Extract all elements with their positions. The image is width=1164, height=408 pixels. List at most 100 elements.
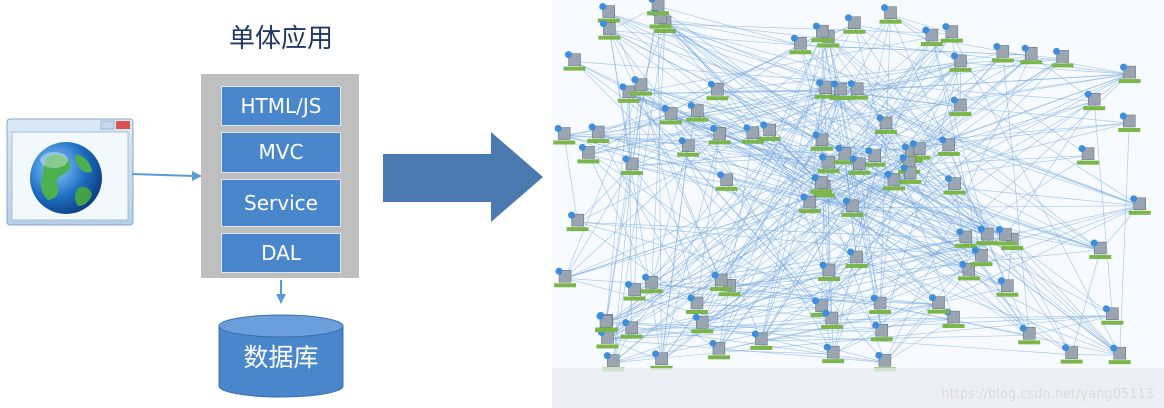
graph-edge: [821, 36, 933, 308]
graph-edge: [628, 93, 829, 165]
graph-edge: [670, 115, 1013, 242]
graph-edge: [608, 13, 722, 283]
graph-edge: [628, 36, 932, 95]
graph-edge: [890, 14, 1089, 156]
reflection-strip: [552, 368, 1164, 408]
graph-edge: [608, 13, 825, 189]
graph-node-icon: [869, 294, 892, 315]
graph-edge: [720, 90, 841, 283]
graph-edge: [661, 135, 721, 361]
graph-node-icon: [937, 136, 960, 156]
graph-node-icon: [810, 173, 833, 194]
graph-node-icon: [829, 80, 852, 100]
graph-edge: [893, 181, 1030, 336]
graph-node-icon: [750, 330, 773, 350]
graph-node-icon: [943, 175, 966, 195]
graph-node-icon: [620, 155, 643, 175]
graph-edge: [607, 181, 727, 340]
graph-edge: [574, 61, 689, 148]
graph-edge: [769, 131, 830, 273]
graph-node-icon: [587, 123, 610, 144]
graph-edge: [821, 14, 891, 142]
graph-edge: [828, 271, 883, 333]
diagram-title: 单体应用: [228, 24, 333, 54]
graph-node-icon: [1020, 44, 1043, 65]
graph-edge: [605, 93, 630, 324]
graph-edge: [661, 147, 689, 361]
graph-node-icon: [691, 313, 714, 334]
graph-edge: [761, 36, 933, 342]
graph-edge: [598, 24, 855, 135]
graph-node-icon: [630, 76, 653, 96]
graph-edge: [702, 307, 822, 325]
graph-edge: [1119, 122, 1130, 356]
graph-node-icon: [811, 22, 834, 43]
graph-node-icon: [1051, 47, 1074, 68]
graph-node-icon: [810, 131, 833, 151]
graph-node-icon: [623, 281, 646, 301]
graph-edge: [609, 30, 633, 166]
graph-edge: [665, 23, 952, 34]
layer-dal: DAL: [221, 233, 341, 273]
graph-node-icon: [758, 121, 781, 142]
graph-node-icon: [870, 321, 893, 342]
graph-edge: [660, 19, 801, 46]
graph-edge: [880, 304, 1120, 356]
graph-edge: [824, 187, 966, 240]
graph-node-icon: [976, 225, 999, 246]
graph-edge: [893, 181, 1101, 251]
graph-edge: [828, 38, 950, 148]
graph-edge: [909, 73, 1130, 176]
graph-edge: [1029, 315, 1113, 336]
graph-edge: [577, 221, 982, 258]
graph-edge: [717, 90, 949, 148]
graph-edge: [828, 62, 961, 273]
graph-edge: [919, 58, 1063, 151]
graph-edge: [1093, 101, 1113, 316]
graph-node-icon: [789, 34, 812, 55]
graph-edge: [631, 89, 826, 167]
graph-edge: [613, 315, 1113, 363]
graph-edge: [717, 90, 823, 143]
graph-node-icon: [563, 51, 586, 71]
graph-node-icon: [991, 42, 1014, 63]
graph-edge: [588, 73, 1130, 155]
graph-node-icon: [741, 124, 764, 144]
graph-edge: [609, 30, 722, 283]
graph-edge: [840, 90, 1140, 207]
graph-edge: [605, 86, 642, 324]
graph-edge: [696, 205, 1140, 306]
graph-node-icon: [594, 312, 617, 333]
graph-edge: [697, 112, 988, 237]
graph-edge: [660, 19, 811, 205]
graph-edge: [854, 24, 1130, 75]
graph-edge: [719, 24, 855, 136]
graph-node-icon: [940, 23, 963, 43]
graph-node-icon: [554, 267, 577, 288]
graph-edge: [825, 89, 911, 176]
graph-edge: [640, 86, 875, 159]
graph-edge: [634, 291, 939, 305]
graph-edge: [828, 163, 1030, 336]
graph-edge: [697, 112, 1030, 336]
graph-edge: [840, 73, 1130, 92]
graph-node-icon: [686, 102, 709, 122]
graph-edge: [660, 19, 895, 182]
graph-node-icon: [882, 170, 905, 191]
graph-node-icon: [920, 26, 943, 47]
graph-node-icon: [1089, 239, 1112, 260]
graph-edge: [564, 23, 666, 279]
graph-edge: [858, 14, 891, 166]
graph-node-icon: [818, 261, 841, 281]
graph-node-icon: [957, 260, 980, 281]
graph-node-icon: [707, 339, 730, 360]
graph-edge: [609, 30, 1013, 242]
graph-edge: [564, 135, 720, 279]
graph-edge: [718, 349, 834, 355]
graph-edge: [825, 89, 1140, 207]
layer-html-js: HTML/JS: [221, 86, 341, 126]
graph-node-icon: [1118, 112, 1141, 132]
graph-edge: [720, 62, 961, 283]
graph-node-icon: [647, 0, 670, 16]
graph-edge: [821, 181, 895, 309]
